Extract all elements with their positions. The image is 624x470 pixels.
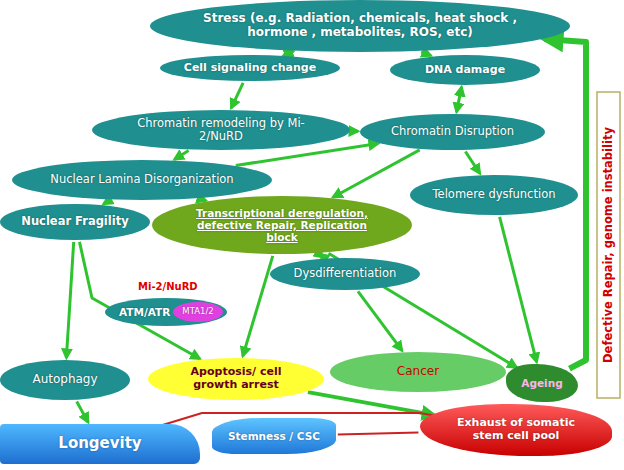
node-text: Transcriptional deregulation, defective …: [181, 207, 383, 243]
connector-arrow: [500, 217, 537, 362]
process-ellipse: Autophagy: [0, 360, 130, 400]
node-text: Autophagy: [32, 373, 97, 387]
node-text: Exhaust of somatic stem cell pool: [441, 417, 591, 442]
process-ellipse: Chromatin remodeling by Mi-2/NuRD: [92, 110, 350, 150]
connector-arrow: [333, 150, 420, 197]
connector-arrow: [231, 83, 243, 108]
node-text: Ageing: [521, 377, 562, 389]
process-ellipse: Nuclear Fragility: [0, 204, 150, 240]
connector-arrow: [308, 392, 435, 415]
outcome-band: Stemness / CSC: [212, 418, 336, 454]
node-text: MTA1/2: [182, 307, 213, 317]
connector-arrow: [352, 130, 358, 133]
outcome-ellipse: Cancer: [330, 352, 506, 392]
connector-arrow: [457, 87, 462, 112]
marker-ellipse: MTA1/2: [173, 302, 223, 322]
node-text: Stress (e.g. Radiation, chemicals, heat …: [196, 12, 524, 40]
node-text: Longevity: [58, 435, 141, 452]
node-text: Chromatin Disruption: [391, 125, 514, 138]
node-text: Chromatin remodeling by Mi-2/NuRD: [120, 117, 322, 143]
connector-arrow: [338, 432, 419, 434]
node-text: Nuclear Lamina Disorganization: [50, 173, 233, 186]
connector-arrow: [284, 51, 294, 55]
node-text: Stemness / CSC: [228, 430, 320, 442]
process-ellipse: ATM/ATR MTA1/2: [105, 298, 227, 326]
outcome-blob: Ageing: [506, 364, 578, 402]
node-text: DNA damage: [425, 64, 505, 77]
node-text: ATM/ATR: [119, 306, 170, 318]
node-text: Nuclear Fragility: [21, 215, 128, 228]
node-text: Cancer: [397, 365, 439, 379]
node-text: Cell signaling change: [184, 62, 316, 75]
connector-arrow: [243, 256, 273, 356]
process-ellipse: Transcriptional deregulation, defective …: [152, 196, 412, 254]
process-ellipse: Stress (e.g. Radiation, chemicals, heat …: [150, 0, 570, 52]
connector-arrow: [358, 291, 402, 350]
process-ellipse: Nuclear Lamina Disorganization: [12, 160, 272, 200]
connector-arrow: [66, 242, 73, 358]
connector-arrow: [319, 254, 323, 257]
connector-arrow: [104, 201, 110, 205]
connector-arrow: [421, 52, 431, 56]
outcome-band: Longevity: [0, 424, 200, 464]
connector-arrow: [174, 151, 188, 160]
process-ellipse: Cell signaling change: [160, 55, 340, 81]
process-ellipse: DNA damage: [390, 55, 540, 85]
outcome-blob: Exhaust of somatic stem cell pool: [420, 404, 612, 456]
process-ellipse: Chromatin Disruption: [360, 114, 545, 150]
outcome-ellipse: Apoptosis/ cell growth arrest: [148, 358, 324, 400]
connector-arrow: [465, 152, 480, 174]
side-label: Defective Repair, genome instability: [599, 95, 617, 395]
process-ellipse: Telomere dysfunction: [410, 175, 578, 215]
node-text: Telomere dysfunction: [433, 188, 556, 201]
connector-arrow: [77, 402, 89, 423]
annotation-label: Mi-2/NuRD: [138, 281, 198, 292]
side-bracket: [597, 92, 620, 398]
node-text: Dysdifferentiation: [294, 267, 397, 280]
connector-arrow: [200, 199, 206, 201]
node-text: Apoptosis/ cell growth arrest: [167, 366, 305, 391]
process-ellipse: Dysdifferentiation: [270, 258, 420, 290]
